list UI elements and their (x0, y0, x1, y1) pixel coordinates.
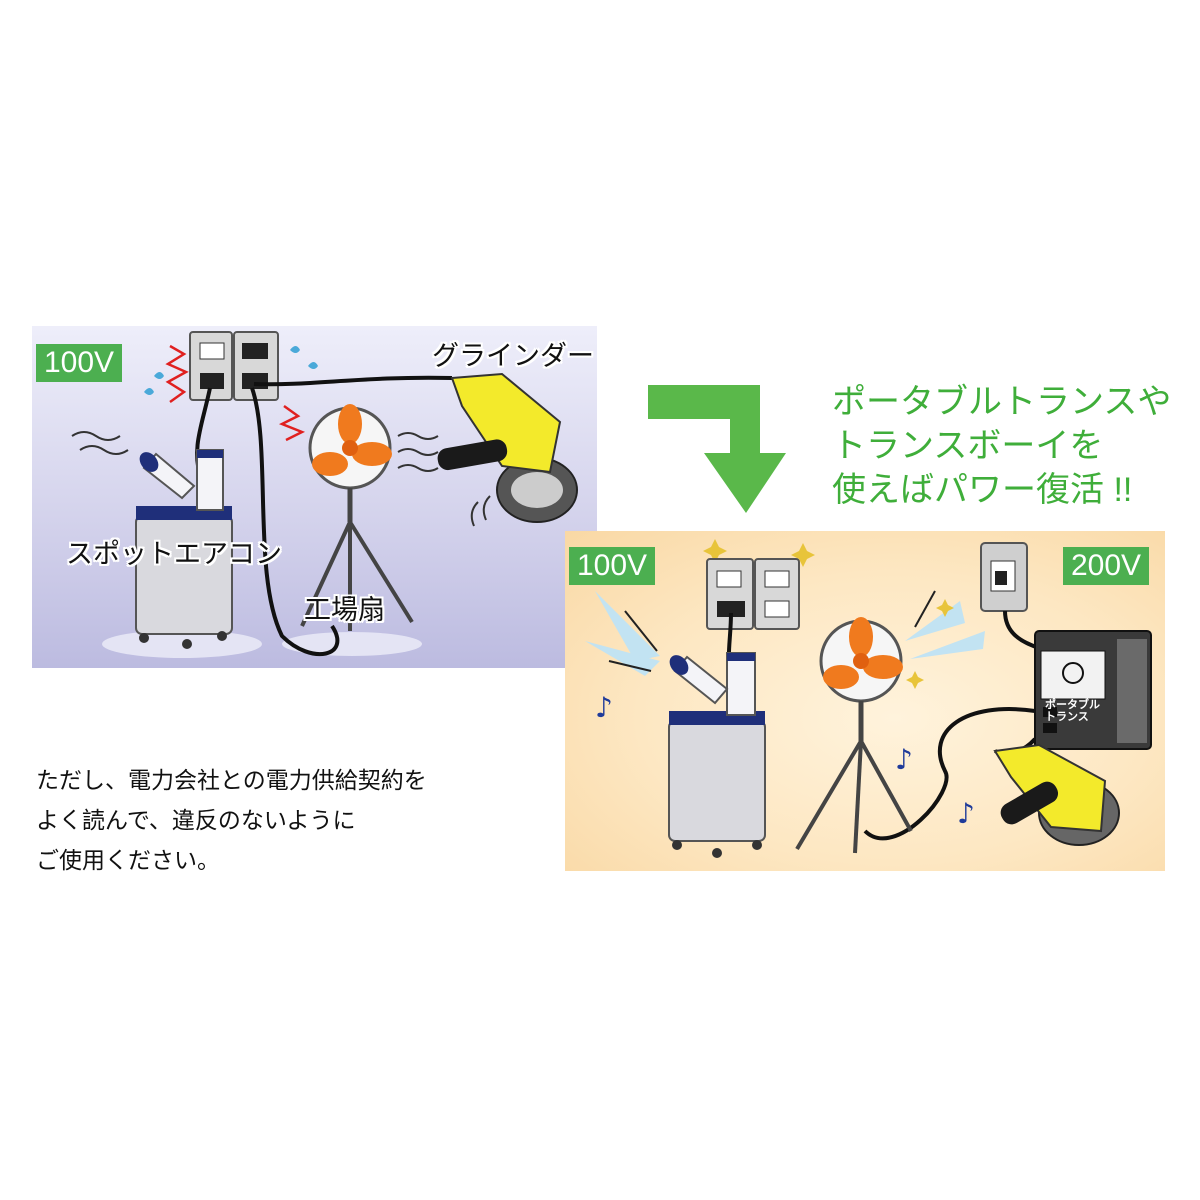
voltage-badge-100v: 100V (569, 547, 656, 585)
factory-fan-illustration (795, 617, 913, 854)
after-illustration: ♪ ♪ ♪ (585, 539, 1152, 858)
message-line: 使えばパワー復活 !! (832, 471, 1133, 509)
spot-aircon-label: スポットエアコン (66, 539, 282, 569)
after-panel: ♪ ♪ ♪ (565, 531, 1165, 871)
note-line: ただし、電力会社との電力供給契約を (36, 767, 427, 793)
spot-aircon-illustration (71, 431, 233, 649)
transformer-brand-label: ポータブルトランス (1045, 699, 1100, 723)
svg-text:♪: ♪ (895, 743, 913, 776)
note-line: よく読んで、違反のないように (36, 807, 356, 833)
power-restore-message: ポータブルトランスや トランスボーイを 使えばパワー復活 !! (832, 380, 1171, 512)
outlet-200v (980, 542, 1028, 612)
note-line: ご使用ください。 (36, 847, 220, 873)
voltage-badge-100v: 100V (36, 344, 123, 382)
outlet-box (706, 558, 800, 630)
portable-transformer-illustration (1034, 630, 1152, 750)
message-line: ポータブルトランスや (832, 383, 1172, 421)
message-line: トランスボーイを (832, 427, 1104, 465)
before-illustration (71, 331, 578, 658)
svg-text:♪: ♪ (957, 797, 975, 830)
svg-text:♪: ♪ (595, 691, 613, 724)
usage-note: ただし、電力会社との電力供給契約を よく読んで、違反のないように ご使用ください… (36, 760, 427, 880)
factory-fan-illustration (300, 404, 414, 631)
outlet-box (189, 331, 279, 401)
spot-aircon-illustration (668, 652, 766, 858)
grinder-illustration (993, 743, 1120, 846)
voltage-badge-200v: 200V (1063, 547, 1150, 585)
grinder-illustration (437, 372, 578, 527)
before-panel: 100V グラインダー スポットエアコン 工場扇 (32, 326, 597, 668)
grinder-label: グラインダー (432, 341, 594, 371)
green-arrow-icon (648, 385, 786, 513)
factory-fan-label: 工場扇 (304, 595, 385, 625)
